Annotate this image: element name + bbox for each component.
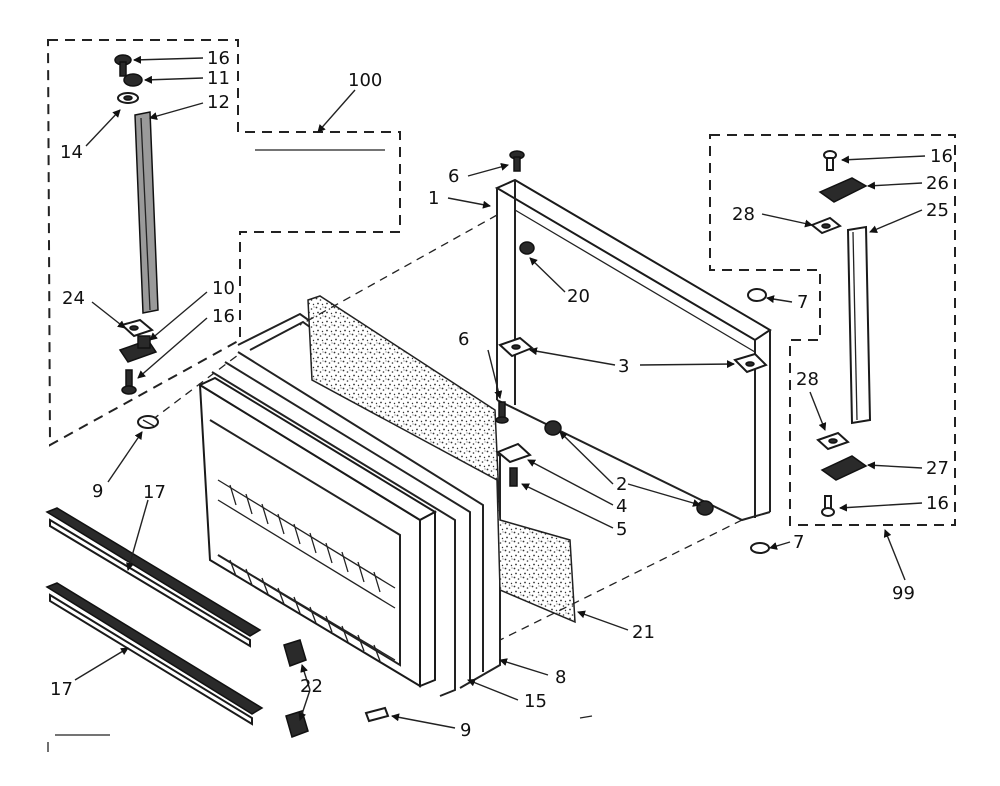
door-plug-20: [519, 241, 535, 255]
callout-1: 1: [428, 188, 439, 209]
door-shelf-ribs-upper: [217, 479, 396, 609]
left-hinge-bracket-24: [119, 318, 155, 338]
callout-6: 6: [448, 166, 459, 187]
callout-25: 25: [926, 200, 949, 221]
callout-4: 4: [616, 496, 627, 517]
callout-15: 15: [524, 691, 547, 712]
door-trim-cap-22-upper: [283, 639, 307, 667]
callout-26: 26: [926, 173, 949, 194]
door-bracket-4: [496, 442, 532, 464]
leader-lines: [74, 55, 926, 729]
left-hinge-washer-14: [117, 92, 139, 104]
callout-14: 14: [60, 142, 83, 163]
door-trim-17-lower: [45, 582, 264, 726]
door-trim-17-upper: [45, 507, 262, 648]
door-insulation-21: [307, 295, 576, 624]
kit-100-boundary: [46, 39, 401, 447]
door-gasket-8: [211, 351, 484, 697]
callout-99: 99: [892, 583, 915, 604]
callout-6: 6: [458, 329, 469, 350]
callout-16: 16: [212, 306, 235, 327]
callout-10: 10: [212, 278, 235, 299]
callout-8: 8: [555, 667, 566, 688]
callout-7: 7: [797, 292, 808, 313]
left-door-hinge-3: [498, 336, 534, 358]
door-screw-9-left: [137, 415, 159, 429]
right-hinge-top-26: [818, 177, 868, 203]
callout-16: 16: [926, 493, 949, 514]
callout-7: 7: [793, 532, 804, 553]
door-pin-5: [509, 467, 518, 487]
scan-artifacts: [47, 715, 593, 752]
right-hinge-screw-16-top: [823, 150, 837, 171]
callout-22: 22: [300, 676, 323, 697]
kit-99-boundary: [709, 134, 956, 526]
door-top-screw-6: [509, 150, 525, 172]
left-hinge-pin-10: [118, 335, 158, 363]
outer-door-panel-1: [494, 178, 772, 522]
callout-labels: 16 11 12 14 100 24 10 16 9 17 17 22 15 9…: [50, 48, 953, 741]
left-hinge-screw-16: [114, 54, 132, 77]
right-door-hinge-3: [733, 352, 768, 374]
door-trim-cap-22-lower: [285, 710, 309, 738]
door-cap-7-bottom: [750, 542, 770, 554]
right-hinge-screw-16-bottom: [821, 495, 835, 517]
right-hinge-rod-25: [846, 225, 872, 425]
callout-2: 2: [616, 474, 627, 495]
callout-16: 16: [207, 48, 230, 69]
callout-5: 5: [616, 519, 627, 540]
right-hinge-washer-28-bottom: [816, 431, 850, 451]
door-screw-9-bottom: [364, 706, 390, 723]
door-plug-2-upper: [544, 420, 562, 436]
door-plug-2-lower: [696, 500, 714, 516]
callout-11: 11: [207, 68, 230, 89]
left-hinge-screw-16-lower: [121, 369, 137, 395]
callout-12: 12: [207, 92, 230, 113]
door-cap-7-top: [747, 288, 767, 302]
callout-9: 9: [460, 720, 471, 741]
door-side-screw-6: [495, 401, 509, 424]
callout-28: 28: [732, 204, 755, 225]
callout-27: 27: [926, 458, 949, 479]
callout-3: 3: [618, 356, 629, 377]
callout-16: 16: [930, 146, 953, 167]
right-hinge-bottom-27: [820, 455, 868, 481]
callout-17: 17: [143, 482, 166, 503]
callout-28: 28: [796, 369, 819, 390]
callout-9: 9: [92, 481, 103, 502]
left-hinge-rod-12: [134, 111, 159, 314]
callout-24: 24: [62, 288, 85, 309]
callout-100: 100: [348, 70, 382, 91]
explosion-guide-lines: [151, 214, 743, 641]
right-hinge-washer-28-top: [810, 216, 842, 235]
callout-20: 20: [567, 286, 590, 307]
callout-17: 17: [50, 679, 73, 700]
left-hinge-cap-11: [123, 73, 143, 87]
callout-21: 21: [632, 622, 655, 643]
door-shelf-ribs-lower: [217, 554, 396, 662]
